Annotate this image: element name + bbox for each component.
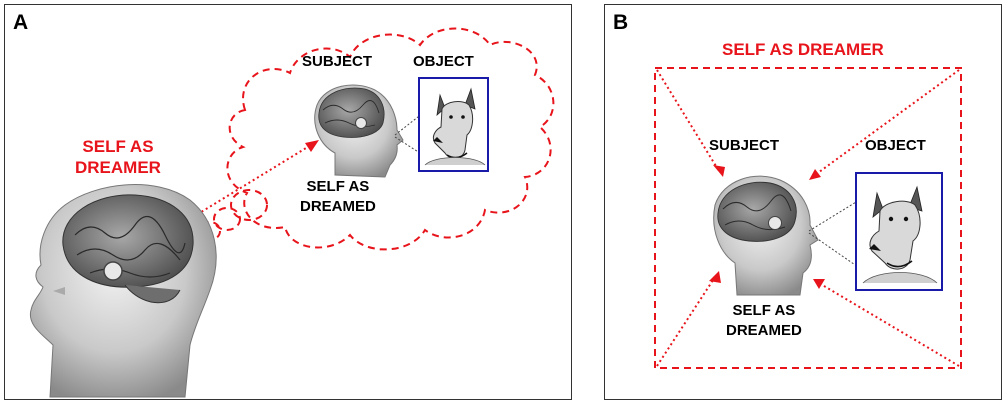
self-as-dreamed-line2: DREAMED bbox=[300, 198, 376, 215]
object-label-b: OBJECT bbox=[865, 137, 926, 154]
self-as-dreamer-line1: SELF AS bbox=[82, 137, 154, 156]
dreamer-arrow bbox=[192, 140, 319, 218]
self-as-dreamer-label: SELF AS DREAMER bbox=[75, 136, 161, 178]
self-as-dreamer-line2: DREAMER bbox=[75, 158, 161, 177]
dog-icon bbox=[418, 77, 489, 172]
subject-label: SUBJECT bbox=[302, 53, 373, 70]
head-brain-icon bbox=[713, 175, 819, 296]
panel-b-diagram bbox=[654, 67, 962, 369]
sight-lines-b bbox=[808, 198, 862, 270]
panel-a: A SUBJECT OBJECT SELF AS DREAMER SELF AS… bbox=[4, 4, 572, 400]
self-as-dreamed-label-b: SELF AS DREAMED bbox=[726, 301, 802, 341]
self-as-dreamed-line2-b: DREAMED bbox=[726, 322, 802, 339]
self-as-dreamed-label: SELF AS DREAMED bbox=[300, 177, 376, 217]
panel-a-label: A bbox=[13, 11, 29, 34]
panel-b-label: B bbox=[613, 11, 629, 34]
self-as-dreamed-line1: SELF AS bbox=[306, 178, 370, 195]
corner-arrows bbox=[656, 69, 960, 367]
small-head-brain-icon bbox=[314, 84, 404, 178]
object-label: OBJECT bbox=[413, 53, 474, 70]
self-as-dreamer-title: SELF AS DREAMER bbox=[722, 40, 884, 59]
subject-label-b: SUBJECT bbox=[709, 137, 780, 154]
panel-b: B SELF AS DREAMER SUBJECT OBJECT SELF AS… bbox=[604, 4, 1002, 400]
arrow-heads bbox=[709, 165, 825, 289]
dog-icon-b bbox=[855, 172, 943, 291]
panel-a-diagram bbox=[29, 27, 555, 398]
large-head-brain-icon bbox=[29, 184, 217, 398]
dream-frame-icon bbox=[654, 67, 962, 369]
self-as-dreamed-line1-b: SELF AS bbox=[732, 302, 796, 319]
